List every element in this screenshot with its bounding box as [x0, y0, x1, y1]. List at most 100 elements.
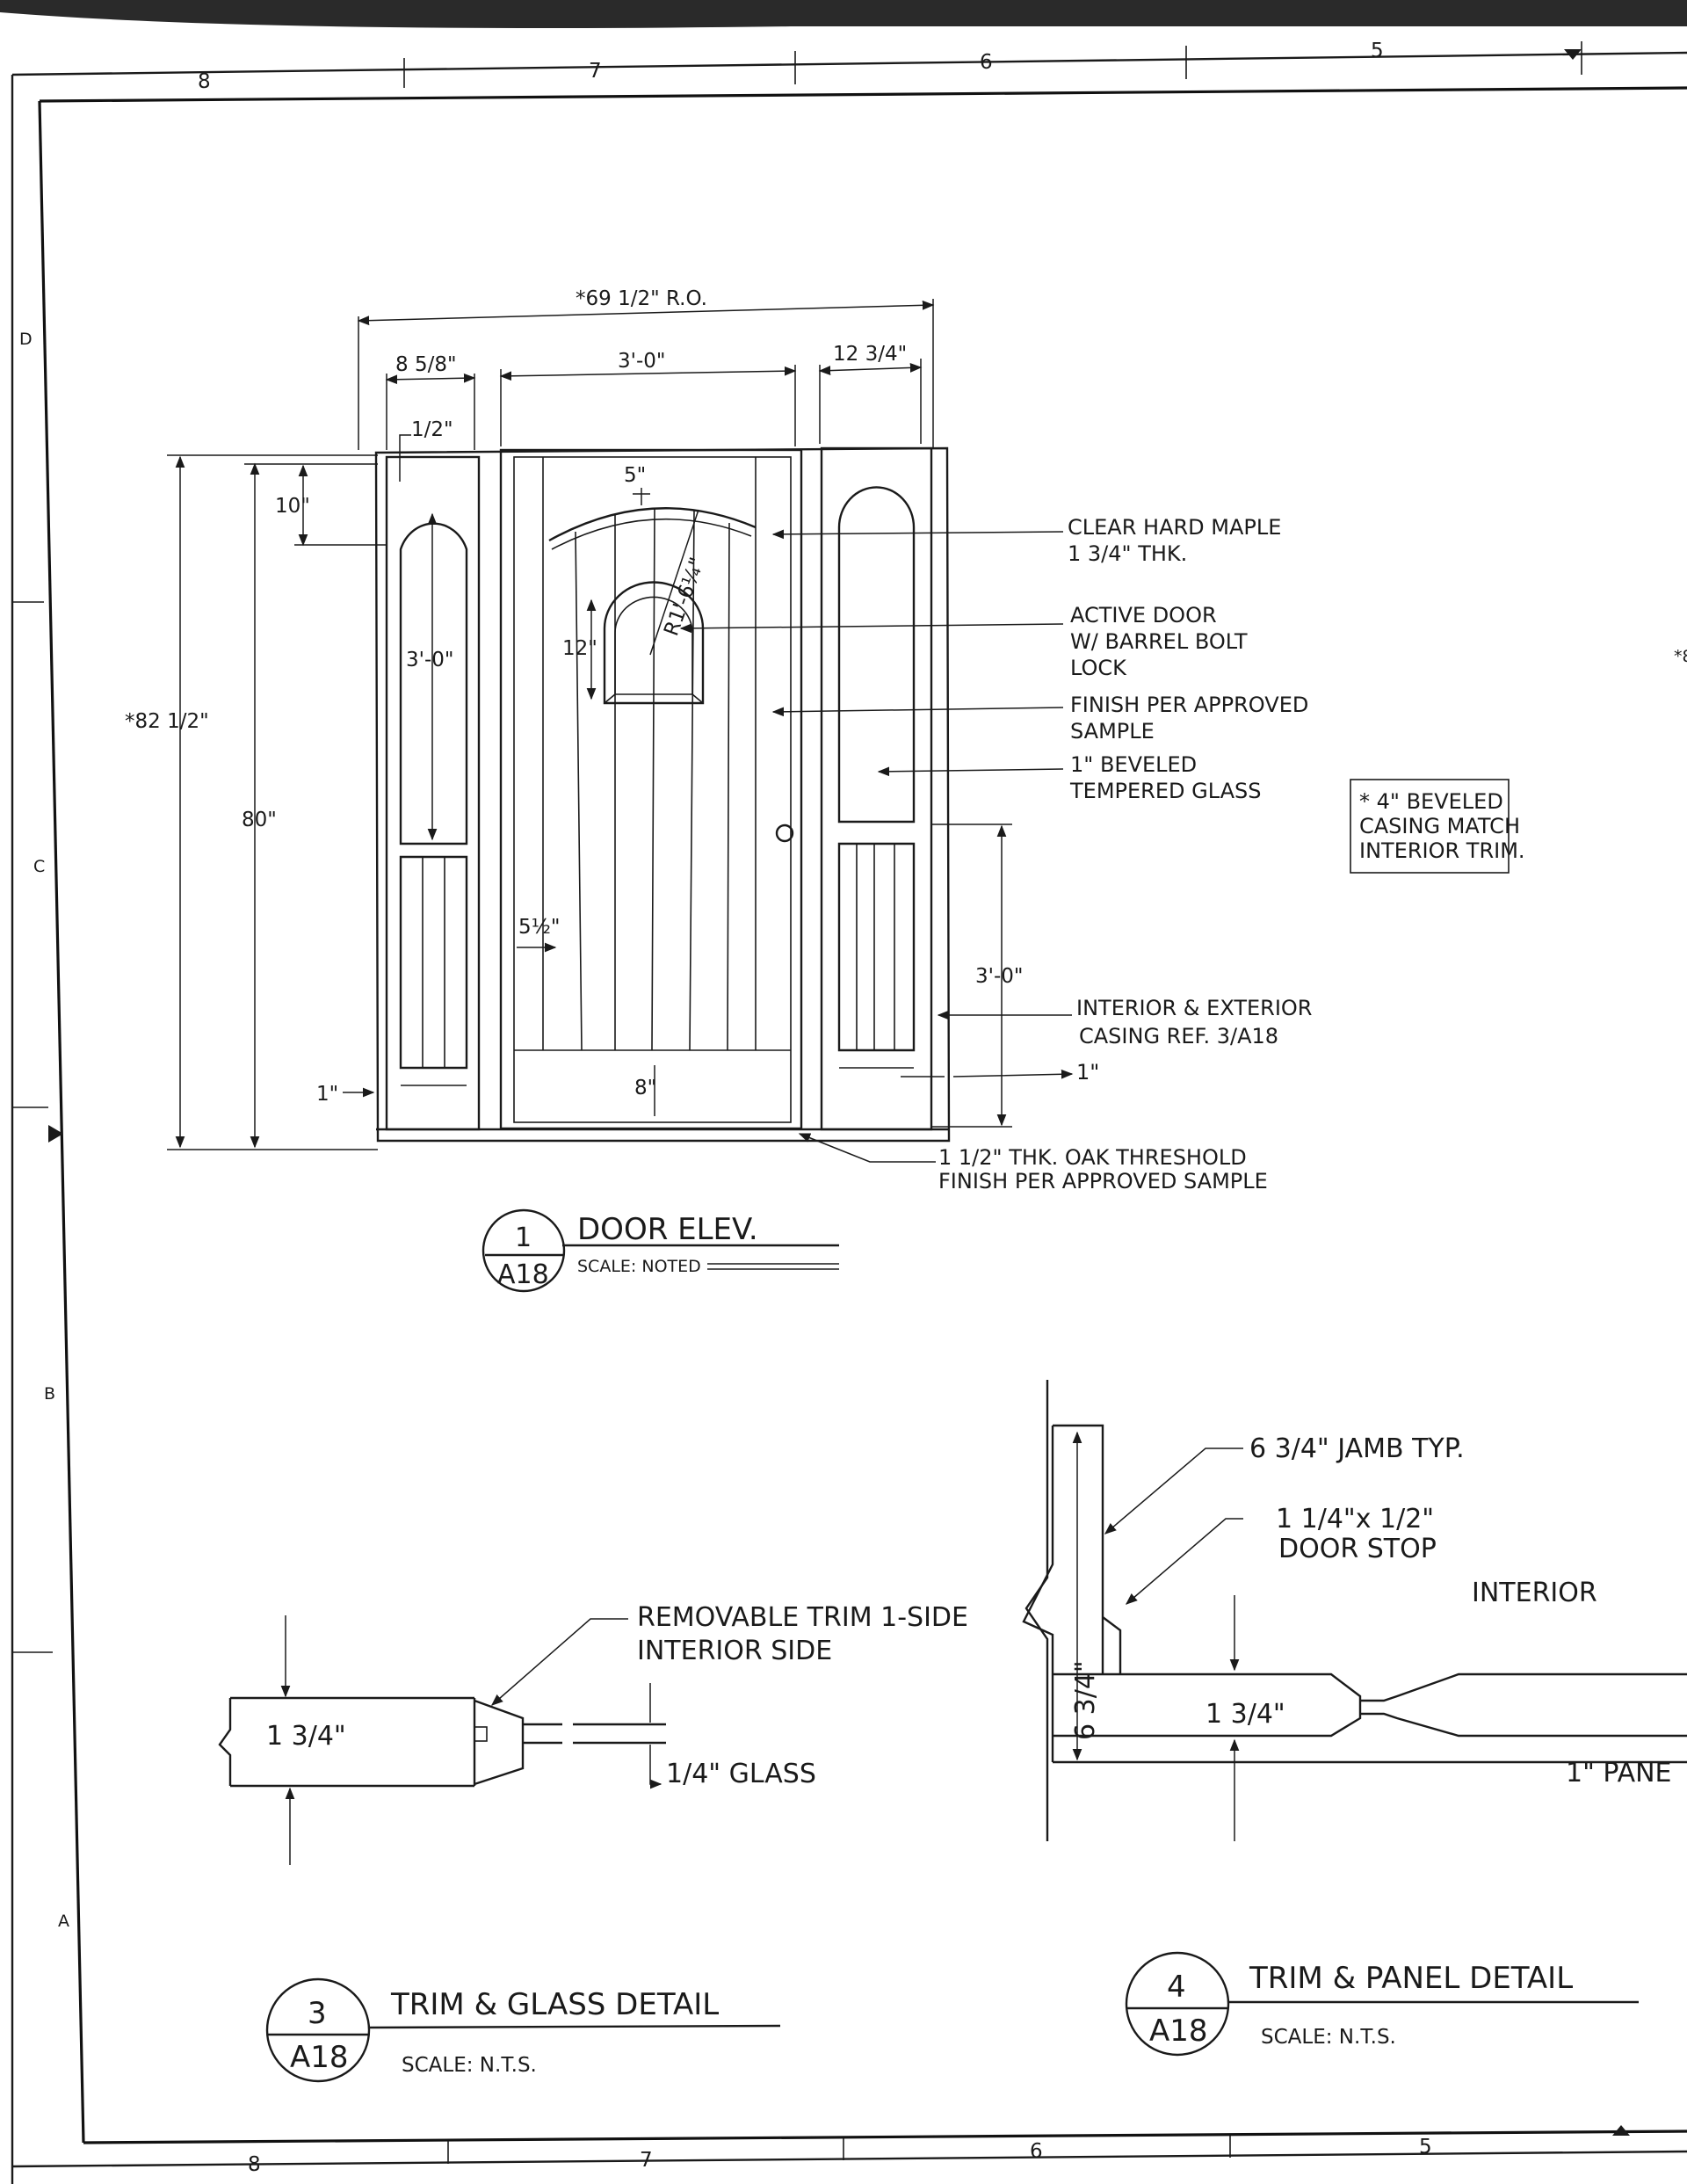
door-frame-outer [374, 446, 951, 1143]
center-mark-bottom [1612, 2125, 1630, 2136]
detail4-jamb-outer [1025, 1380, 1049, 1841]
dim-arch-glass-label: 3'-0" [406, 649, 453, 671]
detail4-jamb [1022, 1424, 1104, 1762]
dim-half-inch-label: 1/2" [411, 418, 453, 441]
dim-left-sidelight-label: 8 5/8" [395, 353, 457, 376]
title-1-scale: SCALE: NOTED [577, 1257, 701, 1276]
title-door-elev: 1 A18 DOOR ELEV. SCALE: NOTED [481, 1208, 839, 1293]
left-sidelight [385, 455, 481, 1131]
dim-overall-width [357, 300, 935, 326]
detail3-thickness-label: 1 3/4" [266, 1721, 346, 1752]
left-sidelight-glass [399, 522, 468, 845]
dim-door-height-label: 80" [242, 809, 277, 831]
grid-row-b: B [44, 1384, 55, 1404]
dim-arch-rise-label: 5" [624, 464, 646, 487]
detail3-glass-label: 1/4" GLASS [666, 1759, 816, 1789]
detail3-glass-dim [650, 1683, 661, 1784]
detail3-glass [523, 1723, 666, 1745]
dim-door-width [499, 366, 797, 381]
dim-stile-width-label: 5½" [518, 916, 561, 939]
title-4-number: 4 [1167, 1970, 1186, 2005]
grid-row-d: D [19, 330, 33, 349]
leader-threshold [798, 1133, 936, 1163]
left-sidelight-boards [401, 857, 467, 1086]
door-window [603, 581, 705, 705]
detail4-panel [1360, 1672, 1687, 1738]
dim-top-offset-label: 10" [275, 495, 310, 518]
dim-left-base-label: 1" [316, 1083, 338, 1106]
center-mark-top [1564, 49, 1582, 60]
dim-half-inch [399, 434, 411, 482]
dim-right-sidelight-label: 12 3/4" [833, 343, 907, 366]
leader-glass [877, 766, 1064, 777]
leader-maple [771, 529, 1064, 540]
leader-finish [771, 707, 1064, 717]
title-1-name: DOOR ELEV. [577, 1212, 758, 1247]
door-knob [775, 824, 794, 843]
detail4-stop-leader [1125, 1518, 1243, 1605]
title-1-sheet: A18 [497, 1259, 549, 1290]
casing-note-box [1350, 779, 1510, 874]
grid-col-7-bottom: 7 [640, 2149, 653, 2172]
door-arch [548, 507, 757, 542]
title-4-name: TRIM & PANEL DETAIL [1249, 1961, 1573, 1996]
dim-door-width-label: 3'-0" [618, 350, 665, 373]
detail4-stop-note: 1 1/4"x 1/2"DOOR STOP [1276, 1504, 1437, 1564]
title-3-scale: SCALE: N.T.S. [402, 2054, 537, 2077]
detail3-door-edge [218, 1698, 232, 1786]
dim-window-height-label: 12" [562, 637, 597, 660]
title-3-number: 3 [308, 1996, 327, 2031]
grid-col-6-bottom: 6 [1030, 2140, 1043, 2163]
grid-row-c: C [33, 857, 45, 876]
grid-row-a: A [58, 1912, 69, 1931]
title-4-sheet: A18 [1149, 2013, 1208, 2049]
note-right-base: 1" [1076, 1060, 1099, 1085]
grid-col-8-bottom: 8 [248, 2153, 261, 2176]
main-door-inner [513, 456, 792, 1123]
grid-col-5-bottom: 5 [1419, 2136, 1432, 2159]
detail3-glass-stop [474, 1726, 488, 1742]
trim-panel-detail: 6 3/4" 1 3/4" 6 3/4" JAMB TYP. 1 1/4"x 1… [1022, 1380, 1687, 2057]
main-door [499, 448, 803, 1130]
right-sidelight-rail [837, 842, 916, 1052]
title-3-sheet: A18 [290, 2040, 349, 2075]
left-sidelight-rail [399, 855, 468, 1070]
grid-col-6-top: 6 [980, 51, 993, 74]
dim-overall-width-label: *69 1/2" R.O. [576, 287, 707, 310]
title-4-scale: SCALE: N.T.S. [1261, 2026, 1396, 2049]
dim-panel-height-label: 3'-0" [975, 965, 1023, 988]
detail3-trim [473, 1698, 525, 1786]
leader-active-door [679, 623, 1064, 634]
leader-right-base [901, 1074, 1072, 1077]
detail4-interior-label: INTERIOR [1472, 1578, 1597, 1608]
dim-overall-height-label: *82 1/2" [125, 710, 209, 733]
door-boards [575, 507, 730, 1051]
door-elevation: *69 1/2" R.O. 8 5/8" 3'-0" 12 3/4" 1/2" … [125, 287, 1525, 1293]
dim-radius-line [649, 509, 699, 656]
detail4-stop [1102, 1616, 1122, 1674]
detail4-panel-label: 1" PANE [1566, 1758, 1672, 1789]
title-trim-panel: 4 A18 TRIM & PANEL DETAIL SCALE: N.T.S. [1125, 1951, 1639, 2057]
detail4-jamb-leader [1104, 1448, 1243, 1535]
title-1-number: 1 [515, 1223, 532, 1253]
grid-col-5-top: 5 [1371, 40, 1384, 62]
detail4-jamb-note: 6 3/4" JAMB TYP. [1249, 1433, 1465, 1464]
detail4-jamb-dim-label: 6 3/4" [1070, 1660, 1101, 1740]
right-sidelight [820, 446, 933, 1131]
right-sidelight-boards [839, 844, 914, 1069]
dim-left-sidelight [385, 373, 476, 385]
scan-edge-curve [0, 0, 1687, 28]
detail3-trim-leader [490, 1618, 628, 1706]
grid-col-8-top: 8 [198, 70, 211, 93]
detail4-door-thickness-label: 1 3/4" [1206, 1699, 1285, 1730]
